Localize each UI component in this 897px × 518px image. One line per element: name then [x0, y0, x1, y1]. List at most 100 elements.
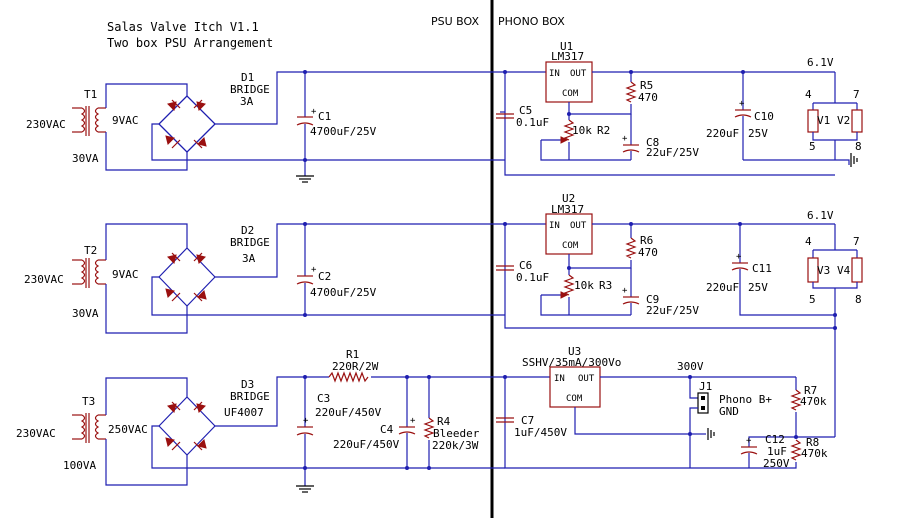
c2-value: 4700uF/25V: [310, 286, 377, 299]
r8-ref: R8: [806, 436, 819, 449]
r8-value: 470k: [801, 447, 828, 460]
c8-polarity: +: [622, 134, 628, 144]
cap-c1: [296, 72, 314, 183]
r1-ref: R1: [346, 348, 359, 361]
u3-out: OUT: [578, 374, 595, 384]
rail2-output-voltage: 6.1V: [807, 209, 834, 222]
c10-value: 220uF: [706, 127, 739, 140]
c3-ref: C3: [317, 392, 330, 405]
heater-v4-label: V4: [837, 264, 851, 277]
c12-voltage: 250V: [763, 457, 790, 470]
rail2-pin7: 7: [853, 235, 860, 248]
c4-polarity: +: [410, 416, 416, 426]
c9-value: 22uF/25V: [646, 304, 699, 317]
c7-ref: C7: [521, 414, 534, 427]
r7-ref: R7: [804, 384, 817, 397]
c5-value: 0.1uF: [516, 116, 549, 129]
t1-secondary: 9VAC: [112, 114, 139, 127]
transformer-t3: [72, 413, 106, 443]
t1-ref: T1: [84, 88, 97, 101]
rail1-pin7: 7: [853, 88, 860, 101]
u1-com: COM: [562, 89, 579, 99]
c10-ref: C10: [754, 110, 774, 123]
c9-ref: C9: [646, 293, 659, 306]
c11-ref: C11: [752, 262, 772, 275]
c11-value: 220uF: [706, 281, 739, 294]
t1-rating: 30VA: [72, 152, 99, 165]
c1-value: 4700uF/25V: [310, 125, 377, 138]
u3-ref: U3: [568, 345, 581, 358]
c12-value: 1uF: [767, 445, 787, 458]
j1-ref: J1: [699, 380, 712, 393]
r5-ref: R5: [640, 79, 653, 92]
rail3: T3 230VAC 250VAC 100VA D3 BRIDGE UF4007 …: [16, 345, 835, 493]
t3-primary: 230VAC: [16, 427, 56, 440]
rail2-pin5: 5: [809, 293, 816, 306]
u2-out: OUT: [570, 221, 587, 231]
t2-ref: T2: [84, 244, 97, 257]
c5-ref: C5: [519, 104, 532, 117]
c12-ref: C12: [765, 433, 785, 446]
bridge-d2: [158, 247, 216, 307]
c11-voltage: 25V: [748, 281, 768, 294]
r1-value: 220R/2W: [332, 360, 379, 373]
c3-value: 220uF/450V: [315, 406, 382, 419]
transformer-t2: [72, 258, 106, 288]
u3-part: SSHV/35mA/300Vo: [522, 356, 621, 369]
d1-type: BRIDGE: [230, 83, 270, 96]
rail1-pin8: 8: [855, 140, 862, 153]
rail1: T1 230VAC 9VAC 30VA D1 BRIDGE 3A: [26, 40, 863, 183]
bridge-d1: [158, 95, 216, 153]
r2-ref: R2: [597, 124, 610, 137]
t3-rating: 100VA: [63, 459, 96, 472]
c2-polarity: +: [311, 265, 317, 275]
c12-polarity: +: [746, 436, 752, 446]
d2-rating: 3A: [242, 252, 256, 265]
c3-polarity: +: [303, 416, 309, 426]
rail3-output-voltage: 300V: [677, 360, 704, 373]
rail2-pin8: 8: [855, 293, 862, 306]
rail1-output-voltage: 6.1V: [807, 56, 834, 69]
c1-ref: C1: [318, 110, 331, 123]
transformer-t1: [72, 106, 106, 136]
c11-polarity: +: [736, 252, 742, 262]
u2-com: COM: [562, 241, 579, 251]
u3-in: IN: [554, 374, 565, 384]
u1-part: LM317: [551, 50, 584, 63]
j1-label2: GND: [719, 405, 739, 418]
r5-value: 470: [638, 91, 658, 104]
t2-primary: 230VAC: [24, 273, 64, 286]
r4-value: 220k/3W: [432, 439, 479, 452]
rail2: T2 230VAC 9VAC 30VA D2 BRIDGE 3A + C2: [24, 192, 863, 437]
d3-part: UF4007: [224, 406, 264, 419]
r6-ref: R6: [640, 234, 653, 247]
r7-value: 470k: [800, 395, 827, 408]
c7-value: 1uF/450V: [514, 426, 567, 439]
t2-rating: 30VA: [72, 307, 99, 320]
r4-ref: R4: [437, 415, 451, 428]
c4-value: 220uF/450V: [333, 438, 400, 451]
c4-ref: C4: [380, 423, 394, 436]
c8-value: 22uF/25V: [646, 146, 699, 159]
c6-value: 0.1uF: [516, 271, 549, 284]
t3-ref: T3: [82, 395, 95, 408]
u2-ref: U2: [562, 192, 575, 205]
t1-primary: 230VAC: [26, 118, 66, 131]
j1-label1: Phono B+: [719, 393, 772, 406]
d2-type: BRIDGE: [230, 236, 270, 249]
rail2-pin4: 4: [805, 235, 812, 248]
r3-ref: R3: [599, 279, 612, 292]
r2-value: 10k: [572, 124, 592, 137]
heater-v2-label: V2: [837, 114, 850, 127]
psu-box-label: PSU BOX: [431, 15, 479, 28]
rail1-pin5: 5: [809, 140, 816, 153]
title-line2: Two box PSU Arrangement: [107, 36, 273, 50]
d1-ref: D1: [241, 71, 254, 84]
t3-secondary: 250VAC: [108, 423, 148, 436]
d1-rating: 3A: [240, 95, 254, 108]
d2-ref: D2: [241, 224, 254, 237]
heater-v3-label: V3: [817, 264, 830, 277]
c1-polarity: +: [311, 107, 317, 117]
u3-com: COM: [566, 394, 583, 404]
